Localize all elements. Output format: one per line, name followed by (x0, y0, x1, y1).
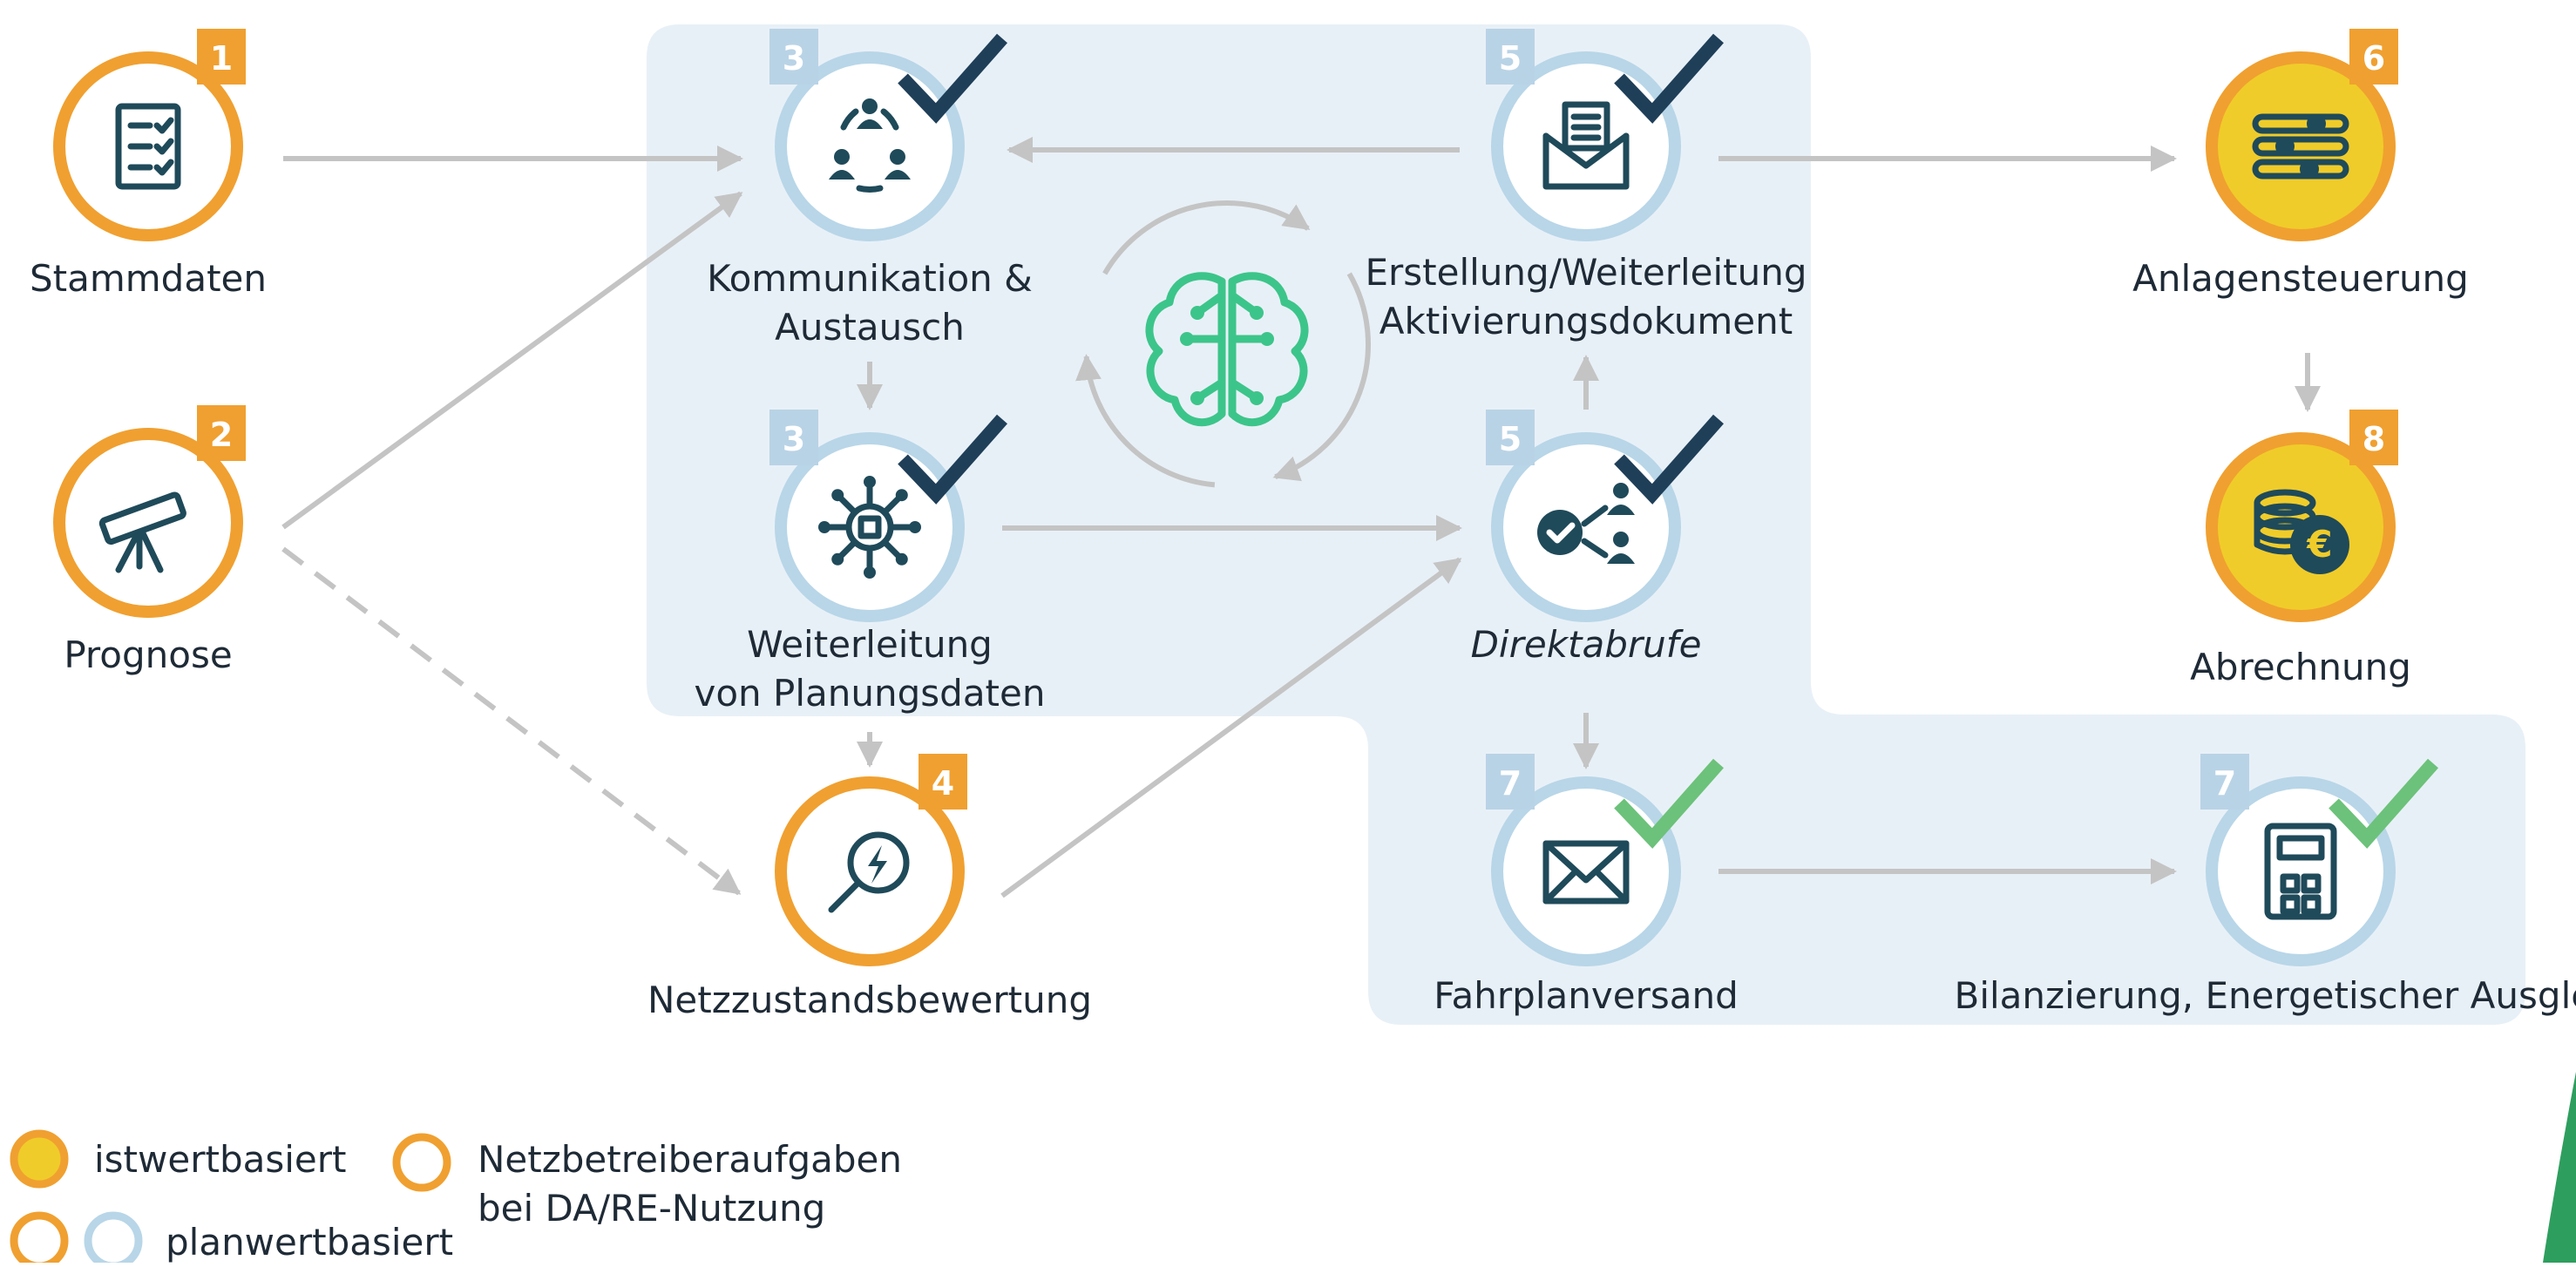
checklist-icon (115, 103, 181, 190)
dispatch-people-icon (1537, 483, 1635, 564)
label-line: Kommunikation & (707, 257, 1033, 300)
label-line: Fahrplanversand (1434, 974, 1739, 1017)
step-number: 1 (210, 39, 233, 78)
label-anlagensteuerung: Anlagensteuerung (2132, 254, 2469, 303)
step-number: 7 (1499, 764, 1522, 803)
step-badge: 7 (2200, 754, 2249, 810)
label-line: Weiterleitung (747, 623, 993, 666)
legend-label-planwert: planwertbasiert (166, 1221, 454, 1264)
label-line: Aktivierungsdokument (1379, 300, 1793, 342)
node-abrechnung: €8 (2206, 410, 2398, 622)
brain-cycle-icon (1075, 200, 1371, 488)
people-exchange-icon (829, 98, 911, 193)
label-abrechnung: Abrechnung (2190, 643, 2411, 692)
label-line: Anlagensteuerung (2132, 257, 2469, 300)
label-weiterleitung: Weiterleitung von Planungsdaten (695, 620, 1046, 718)
step-number: 4 (932, 764, 954, 803)
magnifier-bolt-icon (828, 831, 910, 913)
node-erstellung: 5 (1486, 29, 1724, 241)
legend-label-netzbetreiber-line1: Netzbetreiberaufgaben (478, 1138, 903, 1181)
step-number: 3 (783, 39, 805, 78)
legend-swatch-plan-blue (84, 1211, 143, 1263)
label-line: Bilanzierung, Energetischer Ausgleich (1954, 974, 2576, 1017)
label-line: Abrechnung (2190, 646, 2411, 688)
label-prognose: Prognose (64, 631, 232, 680)
label-line: von Planungsdaten (694, 672, 1046, 715)
arrow-netzzustand-to-direktabrufe (1000, 557, 1462, 898)
label-fahrplan: Fahrplanversand (1434, 972, 1738, 1020)
label-line: Erstellung/Weiterleitung (1365, 251, 1807, 294)
legend-swatch-istwert (10, 1129, 69, 1189)
legend-swatch-plan-orange (10, 1211, 69, 1263)
envelope-document-icon (1542, 101, 1630, 190)
step-number: 7 (2213, 764, 2236, 803)
label-line: Stammdaten (29, 257, 268, 300)
node-bilanzierung: 7 (2200, 754, 2438, 966)
label-line: Austausch (775, 306, 965, 349)
corner-decoration (2543, 1072, 2576, 1263)
telescope-icon (98, 491, 186, 573)
step-badge: 8 (2349, 410, 2398, 465)
node-fahrplan: 7 (1486, 754, 1724, 966)
envelope-icon (1542, 840, 1630, 905)
step-number: 5 (1499, 39, 1522, 78)
step-number: 6 (2362, 39, 2385, 78)
node-anlagensteuerung: 6 (2206, 29, 2398, 241)
step-number: 3 (783, 420, 805, 458)
calculator-icon (2264, 823, 2337, 920)
node-weiterleitung: 3 (769, 410, 1007, 622)
label-bilanzierung: Bilanzierung, Energetischer Ausgleich (1955, 972, 2576, 1020)
label-line: Direktabrufe (1470, 623, 1702, 666)
label-line: Prognose (64, 634, 233, 676)
svg-text:€: € (2306, 523, 2332, 566)
step-badge: 1 (197, 29, 246, 85)
step-badge: 5 (1486, 29, 1535, 85)
check-mark-icon (898, 33, 1007, 124)
node-direktabrufe: 5 (1486, 410, 1724, 622)
step-badge: 3 (769, 410, 818, 465)
step-badge: 4 (919, 754, 967, 810)
node-kommunikation: 3 (769, 29, 1007, 241)
check-mark-icon (1614, 33, 1724, 124)
label-kommunikation: Kommunikation & Austausch (707, 254, 1033, 352)
network-chip-icon (818, 476, 921, 579)
legend-swatch-netzbetreiber (392, 1133, 451, 1192)
step-number: 8 (2362, 420, 2385, 458)
node-netzzustand: 4 (775, 754, 967, 966)
step-number: 2 (210, 416, 233, 454)
node-stammdaten: 1 (53, 29, 246, 241)
sliders-icon (2252, 113, 2349, 180)
check-mark-icon (1614, 758, 1724, 849)
step-badge: 6 (2349, 29, 2398, 85)
legend-label-netzbetreiber-line2: bei DA/RE-Nutzung (478, 1187, 826, 1230)
coins-euro-icon: € (2254, 489, 2349, 574)
check-mark-icon (898, 414, 1007, 505)
label-direktabrufe: Direktabrufe (1471, 620, 1702, 669)
arrow-prognose-to-kommunikation (281, 191, 743, 530)
step-badge: 7 (1486, 754, 1535, 810)
label-netzzustand: Netzzustandsbewertung (647, 976, 1092, 1025)
step-badge: 2 (197, 405, 246, 461)
step-badge: 3 (769, 29, 818, 85)
label-stammdaten: Stammdaten (30, 254, 267, 303)
step-badge: 5 (1486, 410, 1535, 465)
legend-label-istwert: istwertbasiert (94, 1138, 347, 1181)
arrow-prognose-to-netzzustand (281, 546, 742, 896)
step-number: 5 (1499, 420, 1522, 458)
node-prognose: 2 (53, 405, 246, 618)
check-mark-icon (2329, 758, 2438, 849)
check-mark-icon (1614, 414, 1724, 505)
label-line: Netzzustandsbewertung (647, 979, 1093, 1021)
